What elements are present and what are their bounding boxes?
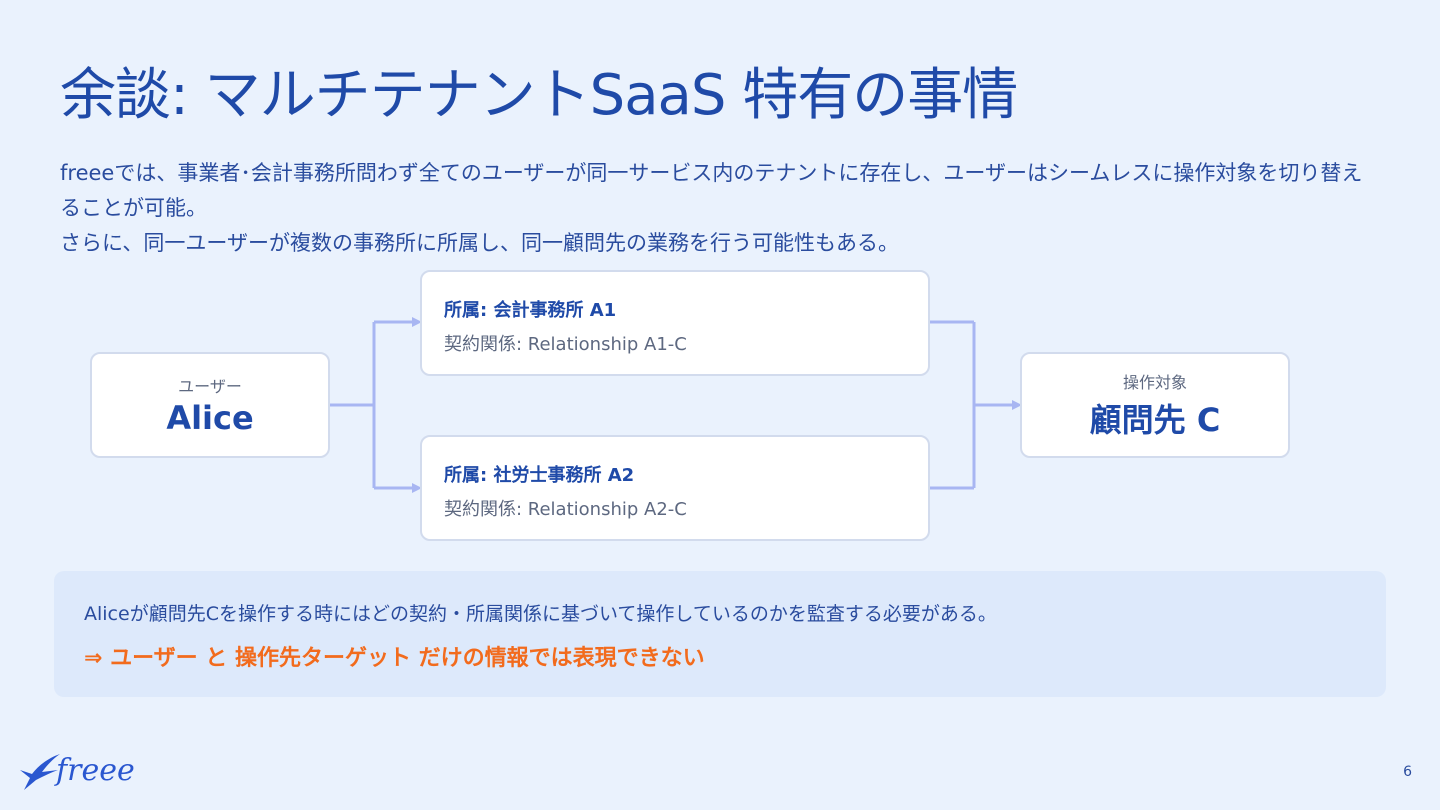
user-caption: ユーザー: [178, 377, 242, 396]
target-box: 操作対象 顧問先 C: [1020, 352, 1290, 458]
relation-box-a2: 所属: 社労士事務所 A2 契約関係: Relationship A2-C: [420, 435, 930, 541]
arrow-head-icon: [412, 317, 422, 327]
callout-note: Aliceが顧問先Cを操作する時にはどの契約・所属関係に基づいて操作しているのか…: [84, 603, 997, 625]
freee-logo: freee: [18, 748, 135, 792]
target-name: 顧問先 C: [1089, 401, 1221, 439]
description-line-2: さらに、同一ユーザーが複数の事務所に所属し、同一顧問先の業務を行う可能性もある。: [60, 231, 899, 255]
relation-contract: 契約関係: Relationship A2-C: [444, 499, 687, 520]
relation-affiliation: 所属: 会計事務所 A1: [444, 300, 617, 321]
callout-emphasis: ⇒ ユーザー と 操作先ターゲット だけの情報では表現できない: [84, 646, 705, 671]
user-name: Alice: [166, 399, 254, 437]
slide-description: freeeでは、事業者･会計事務所問わず全てのユーザーが同一サービス内のテナント…: [60, 156, 1380, 261]
logo-wordmark: freee: [56, 752, 135, 788]
relation-contract: 契約関係: Relationship A1-C: [444, 334, 687, 355]
swallow-bird-icon: [20, 754, 60, 790]
user-box: ユーザー Alice: [90, 352, 330, 458]
audit-callout: Aliceが顧問先Cを操作する時にはどの契約・所属関係に基づいて操作しているのか…: [54, 571, 1386, 697]
target-caption: 操作対象: [1122, 373, 1187, 392]
slide-title: 余談: マルチテナントSaaS 特有の事情: [60, 63, 1018, 128]
description-line-1: freeeでは、事業者･会計事務所問わず全てのユーザーが同一サービス内のテナント…: [60, 161, 1363, 220]
arrow-head-icon: [1012, 400, 1022, 410]
relation-affiliation: 所属: 社労士事務所 A2: [444, 465, 635, 486]
arrow-head-icon: [412, 483, 422, 493]
relation-box-a1: 所属: 会計事務所 A1 契約関係: Relationship A1-C: [420, 270, 930, 376]
page-number: 6: [1403, 764, 1412, 780]
connector-user-to-relations: [330, 317, 422, 493]
connector-relations-to-target: [930, 320, 1022, 490]
